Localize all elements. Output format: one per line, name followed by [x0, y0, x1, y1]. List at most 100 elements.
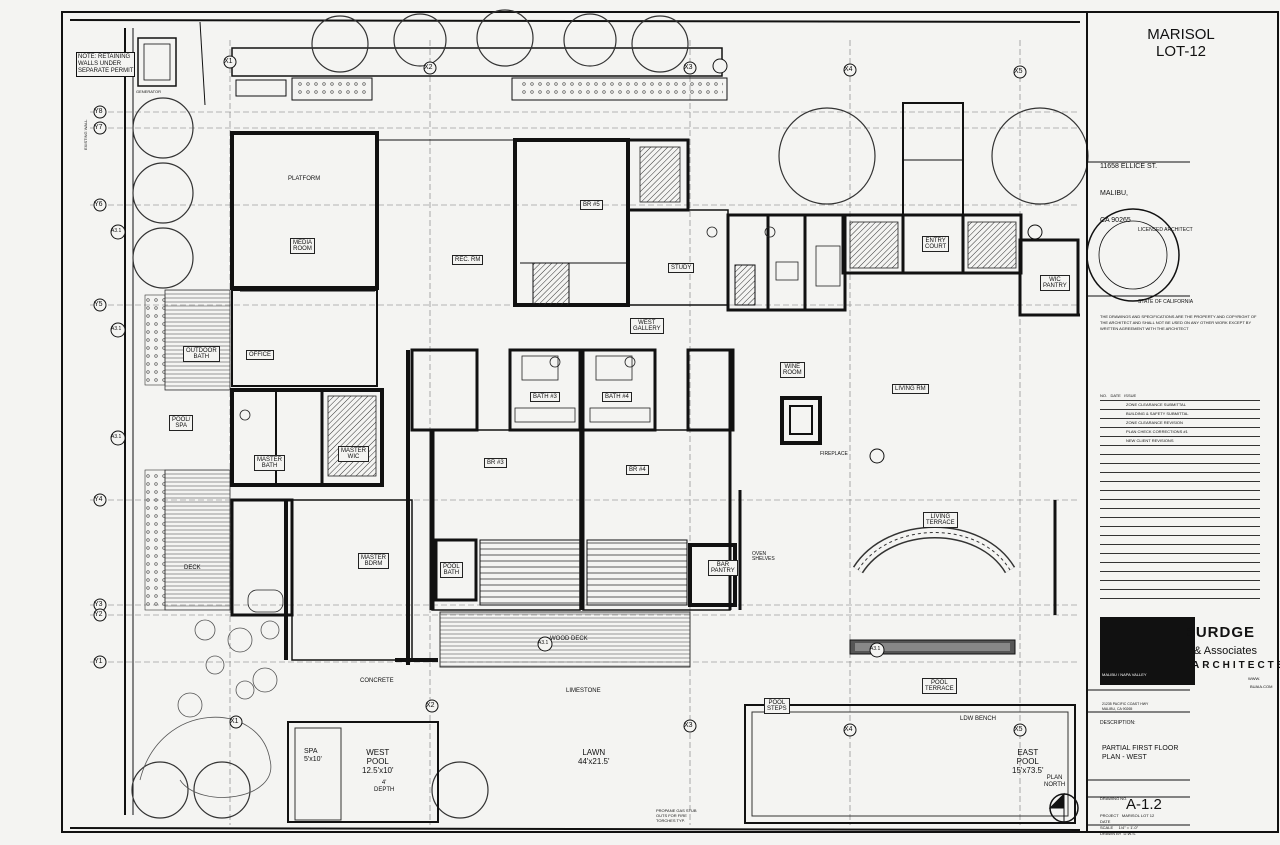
label-plan-north: PLAN NORTH	[1044, 775, 1066, 788]
description-label: DESCRIPTION:	[1100, 720, 1136, 726]
grid-y3: Y3	[94, 601, 103, 608]
label-spa: SPA 5'x10'	[304, 748, 322, 763]
revision-row-blank	[1100, 590, 1260, 599]
label-limestone: LIMESTONE	[566, 688, 601, 694]
drawing-number-label: DRAWING NO.	[1100, 796, 1128, 801]
label-oven-shelves: OVEN SHELVES	[752, 551, 775, 562]
landscape-shrubs	[139, 619, 280, 798]
revision-row: ZONE CLEARANCE REVISION	[1100, 419, 1260, 428]
room-office: OFFICE	[246, 350, 274, 360]
grid-x5-top: X5	[1014, 68, 1023, 75]
revision-row-blank	[1100, 554, 1260, 563]
room-bar-pantry: BAR PANTRY	[708, 560, 738, 576]
revision-header: NO. DATE ISSUE	[1100, 392, 1260, 401]
revision-row: PLAN CHECK CORRECTIONS #1	[1100, 428, 1260, 437]
label-ldw-bench: LDW BENCH	[960, 716, 997, 722]
room-platform: PLATFORM	[288, 176, 321, 182]
revision-row: NEW CLIENT REVISIONS	[1100, 437, 1260, 446]
revision-table: NO. DATE ISSUE ZONE CLEARANCE SUBMITTAL …	[1100, 392, 1260, 599]
room-master-wic: MASTER WIC	[338, 446, 370, 462]
label-lawn: LAWN 44'x21.5'	[578, 748, 610, 766]
room-br4: BR #4	[626, 465, 649, 475]
architect-stamp: LICENSED ARCHITECT STATE OF CALIFORNIA	[1128, 220, 1222, 314]
room-west-gallery: WEST GALLERY	[630, 318, 664, 334]
revision-row-blank	[1100, 581, 1260, 590]
grid-bubbles	[93, 55, 1027, 737]
rev-header-date: DATE	[1110, 393, 1121, 398]
revision-row-blank	[1100, 446, 1260, 455]
room-master-bdrm: MASTER BDRM	[358, 553, 390, 569]
title-block: MARISOL LOT-12 11658 ELLICE ST. MALIBU, …	[1086, 12, 1280, 836]
stamp-top-text: LICENSED ARCHITECT	[1138, 227, 1193, 233]
room-bath4: BATH #4	[602, 392, 632, 402]
generator	[137, 37, 177, 87]
revision-row-blank	[1100, 563, 1260, 572]
sheet-meta: PROJECT MARISOL LOT 12 DATE SCALE 1/4" =…	[1100, 813, 1155, 836]
copyright-notes: THE DRAWINGS AND SPECIFICATIONS ARE THE …	[1100, 314, 1257, 331]
label-west-pool: WEST POOL 12.5'x10'	[362, 748, 394, 775]
room-wic-pantry: WIC PANTRY	[1040, 275, 1070, 291]
stamp-bottom-text: STATE OF CALIFORNIA	[1138, 299, 1194, 305]
revision-row: BUILDING & SAFETY SUBMITTAL	[1100, 410, 1260, 419]
address-city: MALIBU,	[1100, 190, 1129, 197]
firm-architects: ARCHITECTS	[1192, 660, 1280, 671]
sheet-description: PARTIAL FIRST FLOOR PLAN - WEST	[1102, 745, 1179, 761]
label-existing-wall: EXISTING WALL	[83, 119, 88, 150]
firm-name: BURDGE	[1184, 624, 1256, 641]
room-pool-spa: POOL/ SPA	[169, 415, 194, 431]
revision-row-blank	[1100, 545, 1260, 554]
grid-y6: Y6	[94, 201, 103, 208]
grid-x3-bottom: X3	[684, 722, 693, 729]
project-name-line1: MARISOL	[1147, 26, 1215, 43]
revision-row-blank	[1100, 455, 1260, 464]
label-fireplace: FIREPLACE	[820, 451, 848, 457]
label-west-pool-depth: 4' DEPTH	[374, 780, 395, 793]
room-living: LIVING RM	[892, 384, 929, 394]
grid-x2-bottom: X2	[426, 702, 435, 709]
firm-locations: MALIBU / NAPA VALLEY	[1102, 672, 1147, 677]
room-master-bath: MASTER BATH	[254, 455, 286, 471]
west-pool-outline	[287, 721, 439, 823]
revision-row-blank	[1100, 473, 1260, 482]
grid-lines	[90, 40, 1080, 825]
label-concrete: CONCRETE	[360, 678, 394, 684]
room-bath3: BATH #3	[530, 392, 560, 402]
rev-header-no: NO.	[1100, 393, 1108, 398]
grid-x1-bottom: X1	[230, 718, 239, 725]
room-rec: REC. RM	[452, 255, 484, 265]
grid-y1: Y1	[94, 658, 103, 665]
room-outdoor-bath: OUTDOOR BATH	[183, 346, 220, 362]
revision-row-blank	[1100, 527, 1260, 536]
room-br5: BR #5	[580, 200, 603, 210]
label-deck: DECK	[184, 565, 201, 571]
revision-row-blank	[1100, 518, 1260, 527]
callout-3: A3.1	[111, 434, 122, 440]
firm-email: BUAIA.COM	[1250, 684, 1273, 689]
revision-row-blank	[1100, 509, 1260, 518]
label-pool-terrace: POOL TERRACE	[922, 678, 957, 694]
revision-row-blank	[1100, 482, 1260, 491]
revision-row-blank	[1100, 500, 1260, 509]
retaining-wall-note: NOTE: RETAINING WALLS UNDER SEPARATE PER…	[76, 52, 136, 77]
room-media: MEDIA ROOM	[290, 238, 316, 254]
address-street: 11658 ELLICE ST.	[1100, 163, 1158, 170]
firm-associates: & Associates	[1194, 645, 1257, 657]
trees	[131, 9, 1089, 819]
label-east-pool: EAST POOL 15'x73.5'	[1012, 748, 1044, 775]
grid-x2-top: X2	[424, 64, 433, 71]
firm-logo-block	[1100, 617, 1195, 685]
grid-x4-top: X4	[844, 66, 853, 73]
callout-2: A3.1	[111, 326, 122, 332]
revision-row-blank	[1100, 491, 1260, 500]
label-pool-steps: POOL STEPS	[764, 698, 790, 714]
revision-row-blank	[1100, 464, 1260, 473]
grid-x3-top: X3	[684, 64, 693, 71]
room-br3: BR #3	[484, 458, 507, 468]
drawing-number: A-1.2	[1126, 796, 1162, 813]
generator-label: GENERATOR	[136, 89, 161, 94]
grid-x4-bottom: X4	[844, 726, 853, 733]
room-study: STUDY	[668, 263, 695, 273]
grid-y5: Y5	[94, 301, 103, 308]
firm-www: WWW.	[1248, 676, 1261, 681]
